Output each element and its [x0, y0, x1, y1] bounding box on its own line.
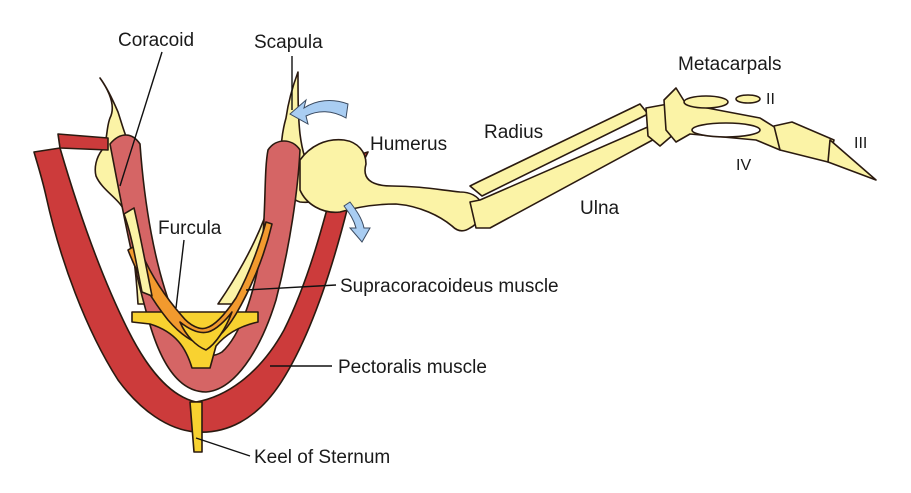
digit-iii-phalanx-1 [773, 121, 835, 163]
furcula-leader [175, 239, 185, 309]
keel-label: Keel of Sternum [254, 447, 390, 468]
radius-bone [469, 103, 649, 197]
digit-iii-label: III [854, 135, 867, 152]
keel-leader [195, 437, 251, 457]
scapula-label: Scapula [254, 32, 323, 53]
coracoid-label: Coracoid [118, 30, 194, 51]
keel-of-sternum-bone [189, 401, 203, 453]
coracoid-lower-bar [123, 207, 153, 297]
metacarpal-fenestra [691, 122, 761, 138]
digit-ii-tip [735, 94, 761, 104]
pectoralis-label: Pectoralis muscle [338, 357, 487, 378]
digit-ii-bone [683, 95, 729, 109]
digit-iv-label: IV [736, 157, 751, 174]
radius-label: Radius [484, 122, 543, 143]
furcula-orange [127, 221, 273, 345]
supracoracoideus-leader [245, 284, 337, 291]
digit-ii-label: II [766, 91, 775, 108]
coracoid-leader [119, 51, 163, 187]
downstroke-arrow-icon [343, 201, 371, 243]
furcula-yellow-inner [179, 311, 233, 351]
furcula-label: Furcula [158, 218, 222, 239]
sternum-rim-left [57, 133, 109, 151]
metacarpals-label: Metacarpals [678, 54, 782, 75]
supracoracoideus-muscle [109, 134, 301, 393]
humerus-label: Humerus [370, 134, 447, 155]
pectoralis-muscle [33, 147, 197, 433]
ulna-label: Ulna [580, 198, 620, 219]
supracoracoideus-label: Supracoracoideus muscle [340, 276, 559, 297]
upstroke-arrow-icon [289, 98, 349, 125]
digit-iii-phalanx-2 [827, 139, 877, 181]
